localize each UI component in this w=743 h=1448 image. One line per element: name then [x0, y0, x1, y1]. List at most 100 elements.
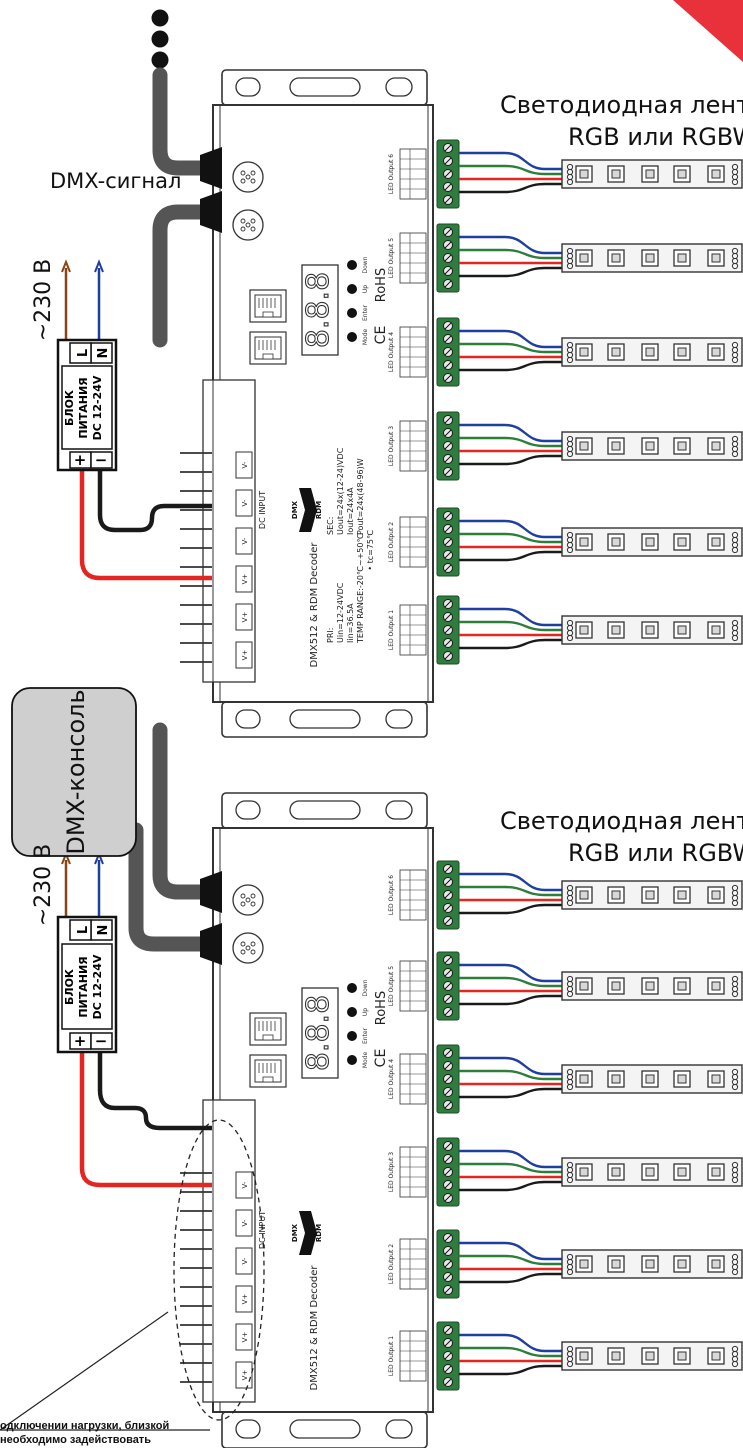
button-enter[interactable] — [347, 1031, 357, 1041]
output-wire — [459, 454, 562, 466]
dc-terminal-label: V- — [241, 461, 249, 468]
dc-terminal-label: V+ — [241, 1332, 249, 1343]
note-line-2: необходимо задействовать — [0, 1434, 151, 1446]
primary-spec-text: Iin=36.5A — [346, 603, 355, 643]
output-wire — [459, 550, 562, 562]
power-wire-black — [97, 470, 212, 533]
output-label: LED Output 5 — [388, 966, 395, 1006]
output-wire — [459, 963, 562, 983]
led-strip — [561, 615, 743, 645]
output-pin-label — [399, 516, 427, 568]
button-enter[interactable] — [347, 308, 357, 318]
rj45-port-icon — [249, 331, 287, 365]
secondary-spec-text: Iout=24x4A — [346, 487, 355, 535]
output-pin-label — [399, 420, 427, 472]
output-wire — [459, 1149, 562, 1169]
dc-terminal-label: V- — [241, 1257, 249, 1264]
psu-top-labels: L N + − БЛОК ПИТАНИЯ DC 12-24V — [63, 348, 111, 469]
output-label: LED Output 4 — [388, 332, 395, 372]
output-wire — [459, 872, 562, 892]
output-pin-label — [399, 1330, 427, 1382]
dc-terminal-label: V- — [241, 1219, 249, 1226]
output-pin-label — [399, 232, 427, 284]
led-output-group: LED Output 3 — [388, 1137, 743, 1207]
dmx-cable — [152, 722, 218, 900]
xlr-connector-icon — [232, 884, 264, 916]
psu-l-label: L — [76, 926, 91, 934]
dmx-signal-label: DMX-сигнал — [50, 169, 182, 193]
output-wire — [459, 994, 562, 1006]
dmx-cable — [128, 822, 218, 952]
green-terminal-block — [436, 595, 460, 665]
dc-terminal-label: V+ — [241, 574, 249, 585]
led-strip — [561, 1249, 743, 1279]
button-label: Mode — [362, 1052, 369, 1069]
strip-title-top-line2: RGB или RGBW — [568, 123, 743, 151]
tc-spec-text: • tc=75℃ — [366, 530, 375, 571]
dc-terminal-label: V- — [241, 1181, 249, 1188]
green-terminal-block — [436, 1044, 460, 1114]
svg-text:DMX: DMX — [291, 500, 299, 519]
output-wire — [459, 532, 562, 544]
primary-spec-text: PRI: — [326, 628, 335, 643]
button-down[interactable] — [347, 260, 357, 270]
output-wire — [459, 903, 562, 915]
button-label: Up — [362, 1008, 369, 1016]
green-terminal-block — [436, 139, 460, 209]
button-mode[interactable] — [347, 332, 357, 342]
psu-plus-label: + — [74, 451, 87, 469]
output-wire — [459, 360, 562, 372]
led-output-group: LED Output 4 — [388, 1044, 743, 1114]
button-down[interactable] — [347, 983, 357, 993]
psu-minus-label: − — [95, 451, 108, 469]
ce-mark-label: CE — [373, 1049, 389, 1068]
dc-input-label: DC INPUT — [258, 491, 267, 529]
continuation-dot — [151, 51, 169, 69]
green-terminal-block — [436, 1321, 460, 1391]
output-label: LED Output 3 — [388, 1152, 395, 1192]
display-digits: 8.8.8 — [301, 995, 336, 1071]
psu-plus-label: + — [74, 1032, 87, 1050]
dc-terminal-label: V+ — [241, 1294, 249, 1305]
continuation-dot — [151, 9, 169, 27]
output-label: LED Output 3 — [388, 426, 395, 466]
psu-minus-label: − — [95, 1032, 108, 1050]
xlr-connector-icon — [232, 932, 264, 964]
button-label: Enter — [362, 1027, 369, 1044]
callout-line — [0, 1311, 169, 1431]
rj45-port-icon — [249, 289, 287, 323]
led-output-group: LED Output 2 — [388, 507, 743, 577]
led-display — [301, 264, 339, 356]
button-up[interactable] — [347, 284, 357, 294]
dmx-plug — [200, 147, 222, 189]
strip-title-bottom-line1: Светодиодная лента — [500, 807, 743, 835]
voltage-label: ~230 В — [31, 259, 56, 342]
output-label: LED Output 6 — [388, 875, 395, 915]
dmx-cable — [152, 67, 218, 176]
psu-l-label: L — [76, 349, 91, 357]
power-supply-top — [56, 338, 118, 472]
button-mode[interactable] — [347, 1055, 357, 1065]
led-display — [301, 987, 339, 1079]
output-wire — [459, 1162, 562, 1174]
continuation-dot — [151, 30, 169, 48]
xlr-connector-icon — [232, 209, 264, 241]
output-wire — [459, 620, 562, 632]
output-pin-label — [399, 1146, 427, 1198]
button-up[interactable] — [347, 1007, 357, 1017]
output-pin-label — [399, 604, 427, 656]
led-strip — [561, 527, 743, 557]
green-terminal-block — [436, 1137, 460, 1207]
rj45-port-icon — [249, 1054, 287, 1088]
led-output-group: LED Output 4 — [388, 317, 743, 387]
strip-title-top-line1: Светодиодная лента — [500, 91, 743, 119]
ce-mark-label: CE — [373, 326, 389, 345]
output-label: LED Output 2 — [388, 522, 395, 562]
dmx-plug — [200, 191, 222, 233]
led-output-group: LED Output 6 — [388, 860, 743, 930]
secondary-spec-text: SEC: — [326, 517, 335, 535]
output-wire — [459, 1056, 562, 1076]
output-wire — [459, 976, 562, 988]
